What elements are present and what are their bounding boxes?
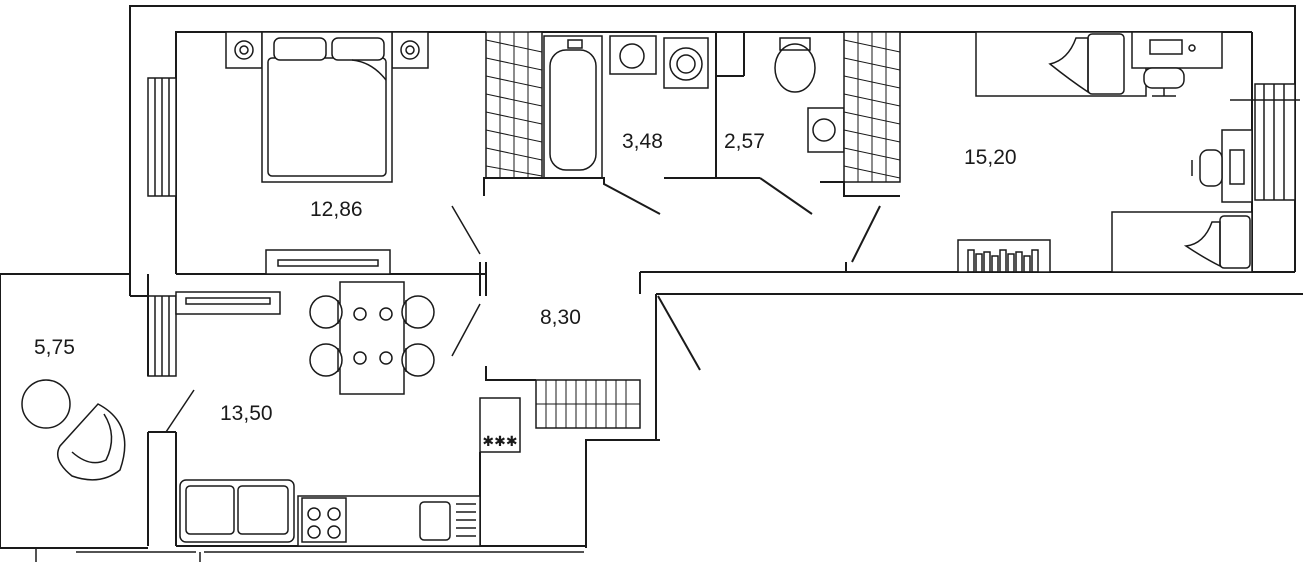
chair-right bbox=[1199, 149, 1223, 187]
kitchen-counter bbox=[297, 495, 481, 547]
pillow-right bbox=[331, 37, 385, 61]
area-label-room: 15,20 bbox=[964, 146, 1017, 169]
place-settings bbox=[353, 307, 393, 365]
window-balcony bbox=[147, 295, 177, 377]
nightstand-left bbox=[225, 31, 263, 69]
stove-icon bbox=[301, 497, 347, 543]
chair-top bbox=[1143, 67, 1185, 89]
balcony-chair bbox=[57, 403, 126, 481]
keyboard-top bbox=[1149, 39, 1183, 55]
window-left bbox=[147, 77, 177, 197]
window-right bbox=[1230, 83, 1300, 201]
nightstand-right bbox=[391, 31, 429, 69]
dining-chairs bbox=[309, 295, 435, 377]
toilet-sink bbox=[807, 107, 845, 153]
kitchen: ✱✱✱ bbox=[175, 281, 521, 547]
desk-top bbox=[1131, 31, 1223, 69]
pillow-left bbox=[273, 37, 327, 61]
sink-icon bbox=[419, 501, 476, 541]
bathtub bbox=[543, 35, 603, 179]
entry-door-swing bbox=[657, 295, 701, 371]
toilet-bowl bbox=[774, 43, 816, 93]
area-label-balcony: 5,75 bbox=[34, 336, 75, 359]
area-labels: 12,86 3,48 2,57 15,20 8,30 5,75 13,50 bbox=[34, 130, 1017, 425]
bathroom bbox=[483, 31, 813, 215]
area-label-toilet: 2,57 bbox=[724, 130, 765, 153]
toilet-room bbox=[774, 31, 901, 272]
sofa bbox=[179, 479, 295, 543]
bedroom bbox=[176, 31, 487, 296]
balcony bbox=[0, 273, 195, 549]
dining-table bbox=[339, 281, 405, 395]
bedroom-door-swing bbox=[451, 205, 481, 255]
balcony-table bbox=[21, 379, 71, 429]
area-label-bedroom: 12,86 bbox=[310, 198, 363, 221]
hall bbox=[485, 295, 701, 429]
kitchen-door-swing bbox=[451, 303, 481, 357]
bookshelf bbox=[957, 239, 1051, 273]
desk-right bbox=[1221, 129, 1253, 203]
area-label-kitchen: 13,50 bbox=[220, 402, 273, 425]
area-label-bathroom: 3,48 bbox=[622, 130, 663, 153]
fridge bbox=[479, 397, 521, 453]
keyboard-right bbox=[1229, 149, 1245, 185]
bath-faucet bbox=[567, 39, 583, 49]
balcony-door-swing bbox=[165, 389, 195, 433]
fridge-icon: ✱✱✱ bbox=[482, 433, 517, 449]
area-label-hall: 8,30 bbox=[540, 306, 581, 329]
right-room bbox=[957, 31, 1253, 273]
